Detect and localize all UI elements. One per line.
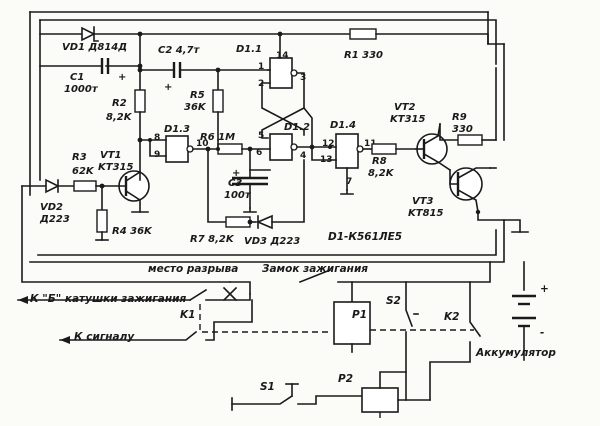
vd3-diode — [255, 214, 273, 230]
enclosure-frame — [29, 11, 505, 263]
r8-value: 8,2K — [368, 168, 395, 179]
c2-plus: + — [164, 82, 172, 93]
d11-label: D1.1 — [236, 44, 262, 55]
p1-label: P1 — [352, 309, 367, 321]
svg-text:5: 5 — [258, 131, 264, 141]
r4-resistor — [96, 209, 108, 233]
vd2-label: VD2 — [40, 202, 63, 213]
r5-value: 36K — [184, 102, 207, 113]
battery-minus: - — [540, 327, 544, 339]
c2-label: C2 4,7т — [158, 45, 200, 56]
d12-gate — [269, 133, 293, 161]
d1-chip-label: D1-К561ЛЕ5 — [328, 231, 402, 243]
svg-text:2: 2 — [258, 79, 264, 89]
battery-label: Аккумулятор — [475, 347, 556, 359]
c3-label: C3 — [228, 178, 242, 189]
vt1-transistor — [103, 170, 150, 213]
svg-text:4: 4 — [300, 151, 306, 161]
svg-text:10: 10 — [196, 139, 209, 149]
svg-text:6: 6 — [256, 148, 262, 158]
svg-text:14: 14 — [276, 51, 289, 61]
d14-label: D1.4 — [330, 120, 356, 131]
k2-label: K2 — [444, 311, 459, 323]
svg-text:12: 12 — [322, 139, 335, 149]
vd1-zener-diode — [39, 26, 141, 42]
r3-resistor — [73, 180, 97, 192]
r7-label: R7 8,2K — [190, 234, 235, 245]
vt1-value: KT315 — [98, 162, 133, 173]
k1-label: K1 — [180, 309, 195, 321]
ignition-lock-label: Замок зажигания — [262, 263, 368, 275]
p1-relay — [333, 301, 371, 345]
c3-value: 100т — [224, 190, 252, 201]
vt3-transistor — [449, 167, 491, 213]
to-signal-label: К сигналу — [74, 331, 135, 343]
break-point-label: место разрыва — [148, 263, 238, 275]
vt1-label: VT1 — [100, 150, 122, 161]
d14-gate — [335, 133, 359, 169]
vd1-label: VD1 Д814Д — [62, 42, 127, 53]
battery-plus: + — [540, 283, 549, 295]
d12-label: D1.2 — [284, 122, 310, 133]
r2-label: R2 — [112, 98, 127, 109]
r2-value: 8,2K — [106, 112, 133, 123]
d11-gate — [269, 57, 293, 89]
s1-label: S1 — [260, 381, 275, 393]
vd2-diode — [45, 178, 60, 194]
r3-label: R3 — [72, 152, 87, 163]
r5-label: R5 — [190, 90, 205, 101]
r7-resistor — [225, 216, 251, 228]
c1-value: 1000т — [64, 84, 99, 95]
r8-resistor — [371, 143, 397, 155]
c3-plus: + — [232, 168, 240, 179]
vt2-transistor — [415, 123, 452, 172]
c3-capacitor — [232, 169, 268, 209]
r4-label: R4 36K — [112, 226, 153, 237]
d13-label: D1.3 — [164, 124, 190, 135]
svg-text:7: 7 — [346, 177, 352, 187]
r2-resistor — [134, 89, 146, 113]
vt3-label: VT3 — [412, 196, 434, 207]
svg-text:11: 11 — [364, 139, 377, 149]
svg-text:3: 3 — [300, 73, 306, 83]
vd3-label: VD3 Д223 — [244, 236, 300, 247]
c1-capacitor — [39, 58, 141, 74]
r1-label: R1 330 — [344, 50, 383, 61]
s2-label: S2 — [386, 295, 401, 307]
r9-resistor — [457, 134, 483, 146]
vt3-value: KT815 — [408, 208, 443, 219]
r3-value: 62K — [72, 166, 95, 177]
vt2-label: VT2 — [394, 102, 416, 113]
r1-resistor — [349, 28, 377, 40]
c2-capacitor — [139, 62, 269, 78]
svg-text:9: 9 — [154, 150, 160, 160]
vt2-value: KT315 — [390, 114, 425, 125]
p2-relay — [361, 387, 399, 413]
r5-resistor — [212, 89, 224, 113]
r9-label: R9 — [452, 112, 467, 123]
coil-b-label: К "Б" катушки зажигания — [30, 293, 186, 305]
p2-label: P2 — [338, 373, 353, 385]
svg-text:1: 1 — [258, 62, 264, 72]
r6-resistor — [217, 143, 243, 155]
c1-label: C1 — [70, 72, 84, 83]
r9-value: 330 — [452, 124, 473, 135]
c1-plus: + — [118, 72, 126, 83]
d13-gate — [165, 135, 189, 163]
r8-label: R8 — [372, 156, 387, 167]
r6-label: R6 1M — [200, 132, 235, 143]
svg-text:8: 8 — [154, 133, 160, 143]
vd2-value: Д223 — [39, 214, 70, 225]
